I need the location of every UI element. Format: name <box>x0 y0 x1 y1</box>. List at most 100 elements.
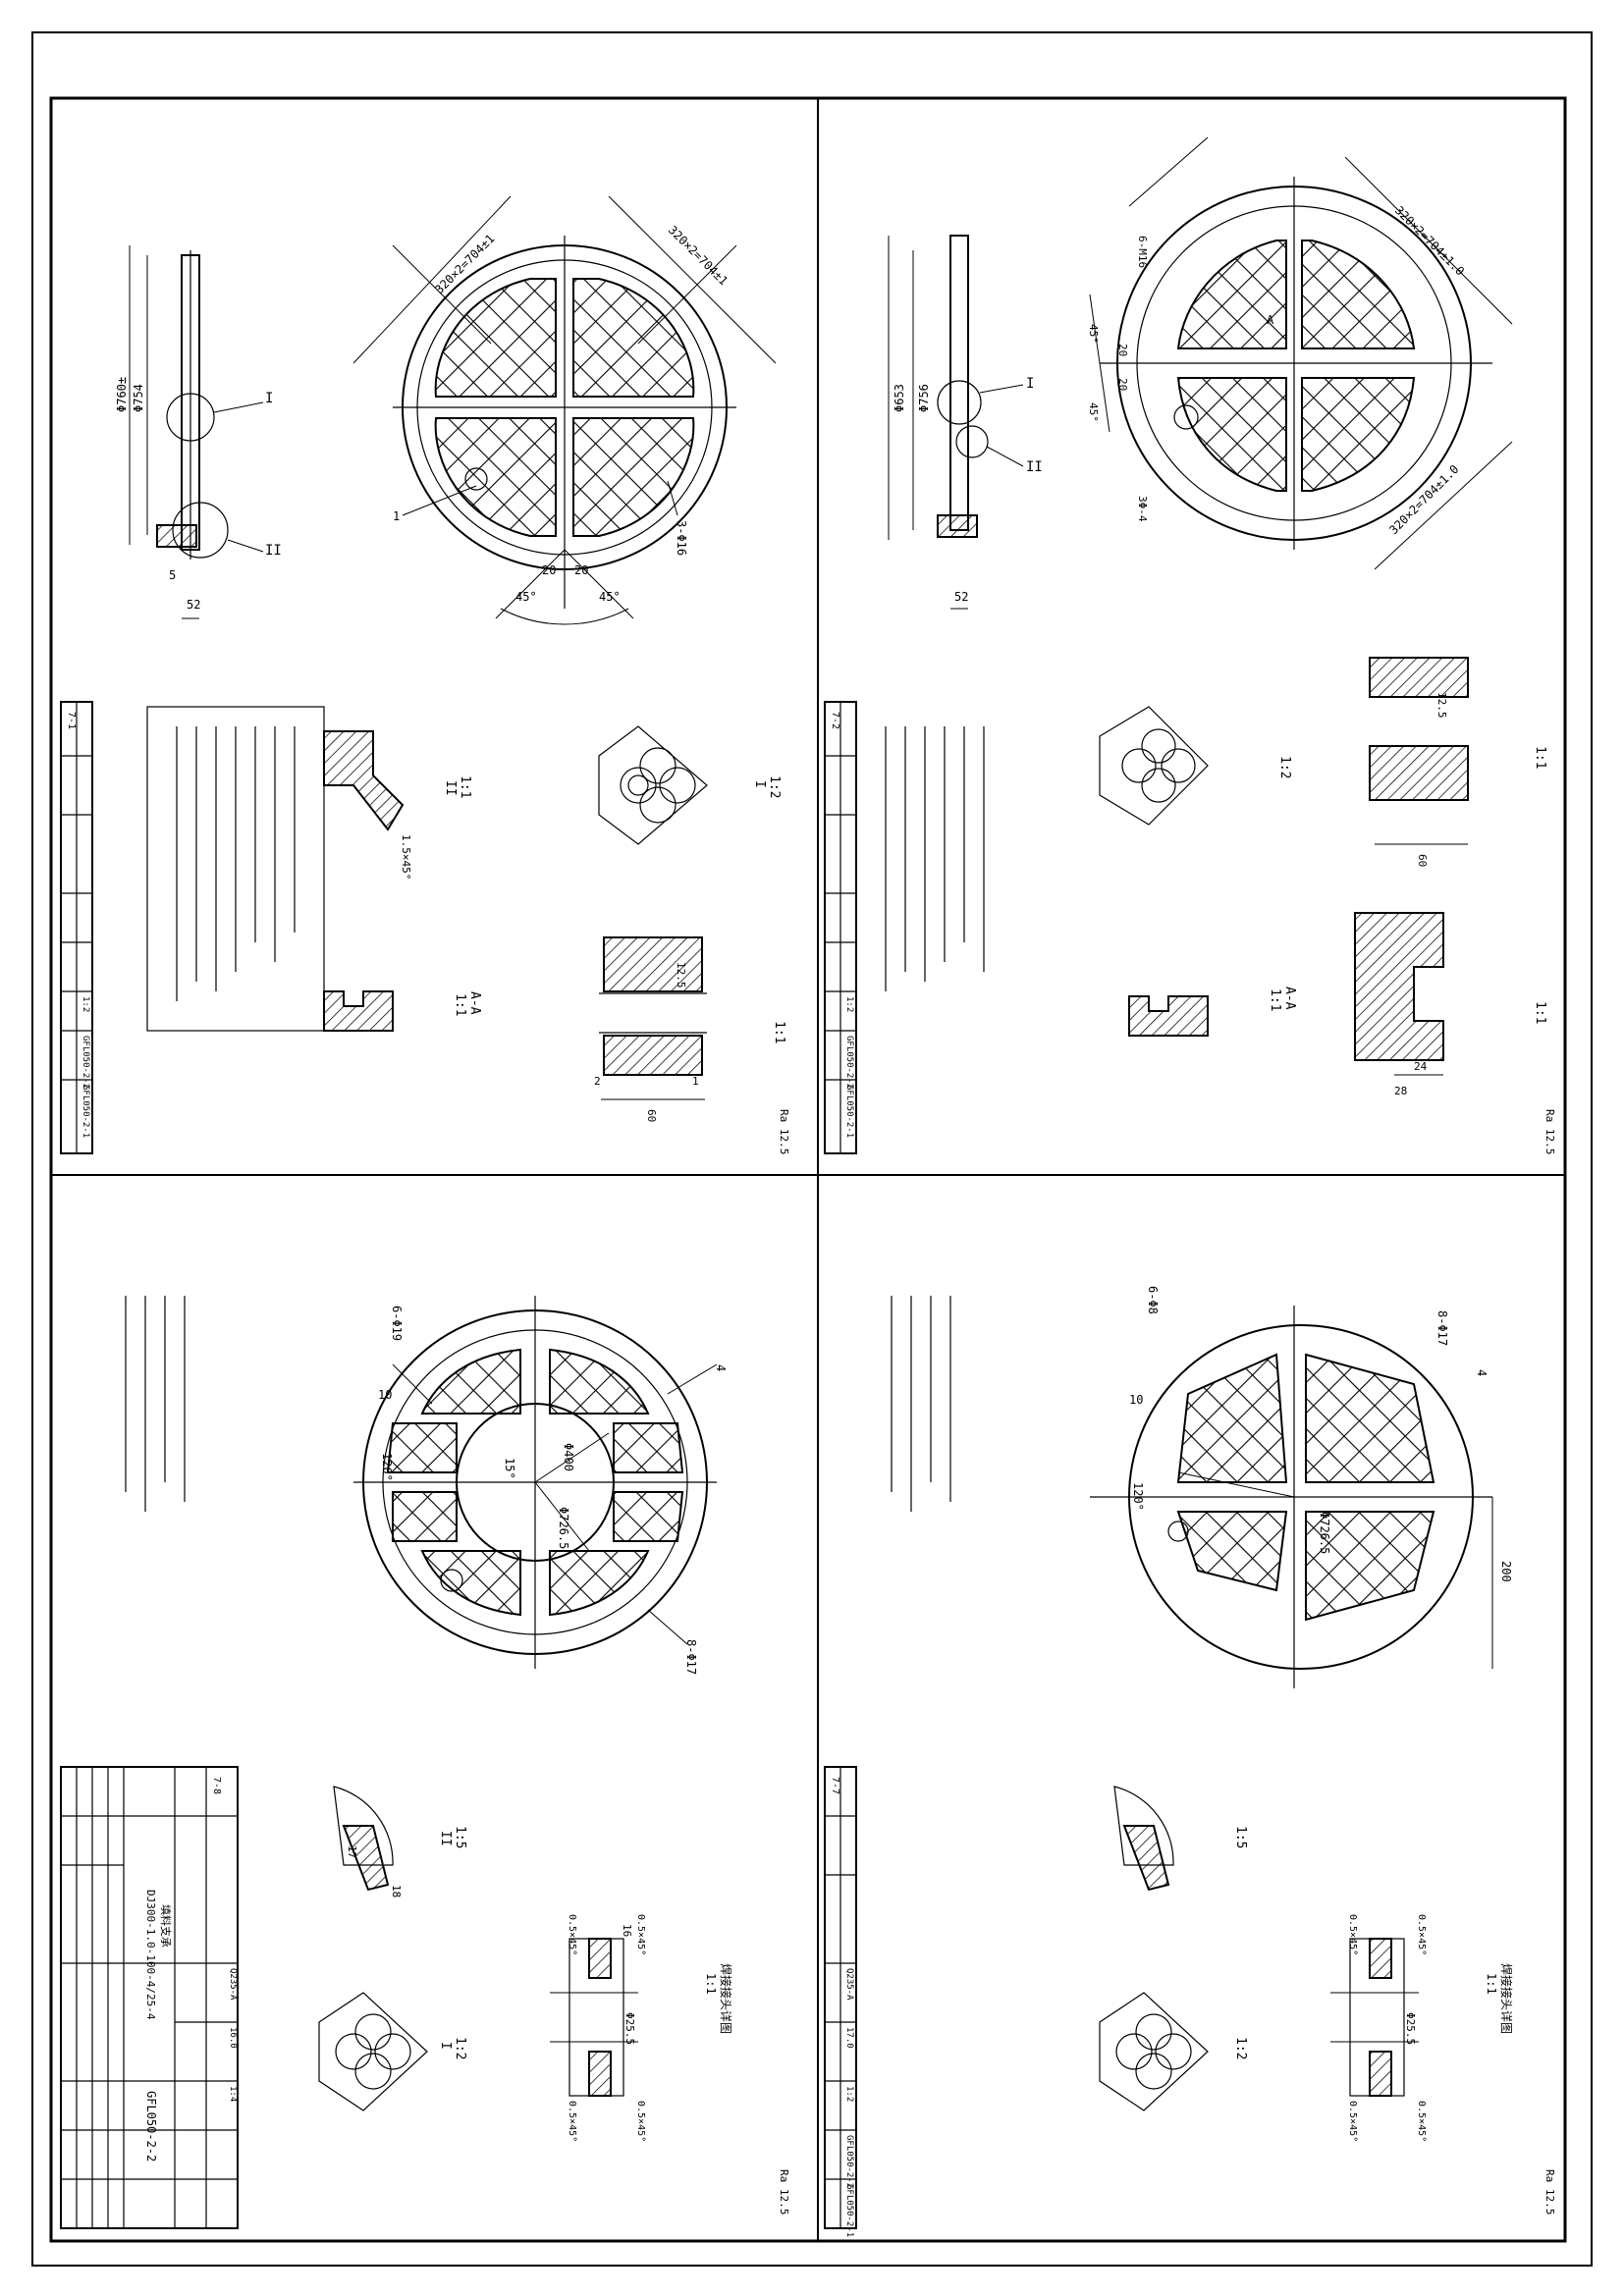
bl-dim-phi726: Φ726.5 <box>557 1507 570 1549</box>
ring-support-plan: 6-Φ19 4 8-Φ17 10 120° 15° Φ400 Φ726.5 <box>353 1296 728 1675</box>
detail-br-I: 1:2 <box>1099 1992 1248 2111</box>
br-grid-1 <box>1176 1353 1288 1483</box>
tr-scale: 1:2 <box>844 996 854 1012</box>
tr-callout-II: II <box>1026 459 1043 475</box>
detail-II-mark: II <box>443 780 458 796</box>
tr-a45b: 45° <box>1087 402 1100 422</box>
tr-label-6m16: 6-M16 <box>1136 236 1149 268</box>
tr-chord-1: 320×2=704±1.0 <box>1392 203 1467 278</box>
bl-dim-10: 10 <box>378 1388 392 1402</box>
tl-roughness: Ra 12.5 <box>778 1109 790 1154</box>
ra-12-5: 12.5 <box>675 962 687 988</box>
tr-scale-1-1: 1:1 <box>1533 746 1547 769</box>
title-block-bl: DJ300-1.0-100-4/25-4 填料支承 GFL050-2-2 7-8… <box>60 1766 239 2229</box>
notes-block-bl <box>125 1296 186 1512</box>
tr-dim-phi756: Φ756 <box>917 384 931 412</box>
br-weld-sub: 1:1 <box>1485 1973 1498 1995</box>
br-label-6phi8: 6-Φ8 <box>1146 1286 1160 1314</box>
tr-ra: 12.5 <box>1435 692 1448 719</box>
bl-label-4: 4 <box>714 1364 728 1371</box>
br-ch4: 0.5×45° <box>1416 2101 1427 2142</box>
br-ch3: 0.5×45° <box>1347 2101 1358 2142</box>
tr-scale-1-2: 1:2 <box>1277 756 1292 778</box>
bl-ch3: 0.5×45° <box>567 2101 577 2142</box>
bl-mat: Q235-A <box>228 1968 238 2001</box>
bl-angle-15: 15° <box>503 1458 516 1479</box>
bl-ch1: 0.5×45° <box>567 1914 577 1955</box>
tr-dwg-no: GFL050-2-2 <box>844 1036 854 1089</box>
tl-dwg-no: GFL050-2-2 <box>81 1036 90 1089</box>
label-1: 1 <box>393 509 400 523</box>
bl-ch4: 0.5×45° <box>635 2101 646 2142</box>
title-block-tl: 7-1 GFL050-2-2 GFL050-2-1 1:2 <box>60 701 93 1154</box>
detail-br-II: 1:5 <box>1113 1786 1248 1892</box>
ring-grid-4 <box>549 1550 650 1617</box>
bl-roughness: Ra 12.5 <box>778 2169 790 2215</box>
bl-dwg: GFL050-2-2 <box>144 2091 158 2162</box>
inner-frame <box>49 96 1567 2243</box>
panel-bottom-right: 6-Φ8 8-Φ17 4 10 120° 200 Φ726.5 1:5 1:2 <box>824 1286 1556 2237</box>
bl-name: 填料支承 <box>159 1904 173 1948</box>
ring-grid-2 <box>549 1348 650 1415</box>
detail-br-weld: Φ25.5 0.5×45° 0.5×45° 0.5×45° 0.5×45° 焊接… <box>1330 1914 1514 2142</box>
detail-tr-flange: 12.5 60 1:1 <box>1369 657 1547 867</box>
notes-block-tr <box>885 726 985 991</box>
br-scale-1-2: 1:2 <box>1233 2037 1248 2059</box>
tr-d20b: 20 <box>1116 378 1129 391</box>
tl-scale: 1:2 <box>81 996 90 1012</box>
br-grid-2 <box>1305 1353 1435 1483</box>
tr-dim-phi653: Φ653 <box>893 384 906 412</box>
dim-20-b: 20 <box>574 563 588 577</box>
grid-quadrant-tl <box>434 278 557 398</box>
support-plate-plan-tr: 320×2=704±1.0 320×2=704±1.0 45° 45° 20 2… <box>1087 136 1513 570</box>
detail-I-scale: 1:2 <box>767 775 782 798</box>
detail-I-holes: 1:2 I <box>598 725 782 845</box>
br-ch1: 0.5×45° <box>1347 1914 1358 1955</box>
outer-border <box>31 31 1593 2267</box>
section-AA-scale: 1:1 <box>453 993 467 1016</box>
detail-bl-I: 1:2 I <box>318 1992 467 2111</box>
bl-label-8phi17: 8-Φ17 <box>684 1639 698 1675</box>
br-ch2: 0.5×45° <box>1416 1914 1427 1955</box>
tl-item-no: 7-1 <box>66 712 77 729</box>
br-scale-1-5: 1:5 <box>1233 1826 1248 1848</box>
section-AA: A-A <box>467 991 482 1015</box>
bl-dim-phi25: Φ25.5 <box>623 2012 636 2045</box>
ring-grid-3 <box>420 1550 521 1617</box>
detail-tr-II: 24 28 1:1 <box>1354 912 1547 1097</box>
dim-5: 5 <box>169 568 176 582</box>
dim-20-a: 20 <box>542 563 556 577</box>
dim-60: 60 <box>645 1109 658 1122</box>
grid-tr-q1 <box>1176 240 1287 349</box>
dim-52: 52 <box>187 598 200 612</box>
bl-dim-phi400: Φ400 <box>562 1443 575 1471</box>
grid-quadrant-br <box>572 417 695 537</box>
grid-quadrant-bl <box>434 417 557 537</box>
bl-angle-120: 120° <box>380 1453 394 1481</box>
grid-tr-q3 <box>1176 377 1287 492</box>
detail-II-section: 1:1 II 1.5×45° <box>323 730 472 880</box>
panel-top-right: 320×2=704±1.0 320×2=704±1.0 45° 45° 20 2… <box>824 136 1556 1154</box>
tr-a45a: 45° <box>1087 324 1100 344</box>
tr-scale-II: 1:1 <box>1533 1001 1547 1024</box>
bl-dim-16: 16 <box>621 1924 633 1937</box>
detail-bl-II: 17 18 1:5 II <box>333 1786 467 1897</box>
br-weld-title: 焊接接头详图 <box>1499 1963 1514 2034</box>
half-support-plan: 6-Φ8 8-Φ17 4 10 120° 200 Φ726.5 <box>1090 1286 1513 1688</box>
tr-dim-28: 28 <box>1394 1085 1407 1097</box>
support-plate-elevation: Φ754 Φ760± 5 52 I II <box>115 245 282 619</box>
tr-roughness: Ra 12.5 <box>1543 1109 1556 1154</box>
br-grid-3 <box>1176 1511 1288 1592</box>
ring-grid-1 <box>420 1348 521 1415</box>
bl-scale-1-2: 1:2 <box>453 2037 467 2059</box>
grid-tr-q4 <box>1301 377 1416 492</box>
detail-tr-aa: A-A 1:1 <box>1128 987 1297 1037</box>
tr-callout-I: I <box>1026 376 1034 392</box>
detail-II-scale: 1:1 <box>458 775 472 798</box>
tl-dwg-no2: GFL050-2-1 <box>81 1085 90 1138</box>
bl-scale-1-5: 1:5 <box>453 1826 467 1848</box>
tr-dwg-no2: GFL050-2-1 <box>844 1085 854 1138</box>
br-angle-120: 120° <box>1131 1482 1145 1511</box>
tr-d20a: 20 <box>1116 344 1129 356</box>
scale-III: 1:1 <box>772 1021 786 1043</box>
